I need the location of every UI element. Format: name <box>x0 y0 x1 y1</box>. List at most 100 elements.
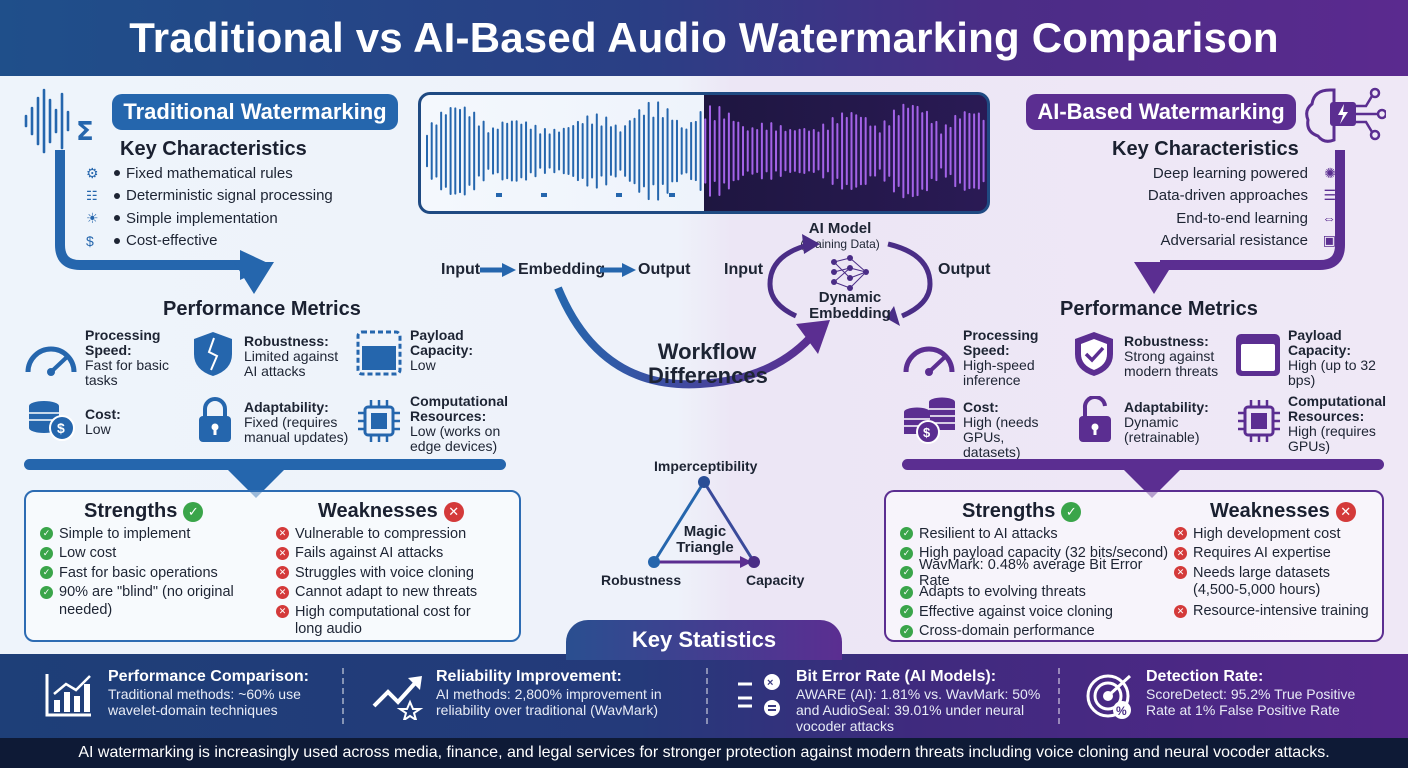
trad-metric-speed: Processing Speed:Fast for basic tasks <box>85 327 170 388</box>
cross-icon: ✕ <box>1335 501 1356 522</box>
ai-divider <box>902 459 1384 470</box>
svg-text:%: % <box>1116 704 1127 718</box>
cross-icon: ✕ <box>1174 527 1187 541</box>
list-item: ✕Struggles with voice cloning <box>276 563 516 583</box>
check-icon: ✓ <box>40 527 53 541</box>
cross-icon: ✕ <box>1174 604 1187 618</box>
trad-metric-payload: Payload Capacity:Low <box>410 327 474 373</box>
trad-metric-robustness: Robustness:Limited against AI attacks <box>244 333 339 379</box>
trad-metric-resources: Computational Resources:Low (works on ed… <box>410 393 508 454</box>
cross-icon: ✕ <box>276 527 289 541</box>
down-arrow-icon <box>228 466 284 498</box>
triangle-left-label: Robustness <box>601 572 682 588</box>
ai-metric-payload: Payload Capacity:High (up to 32 bps) <box>1288 327 1376 388</box>
trad-strengths-weaknesses-box <box>24 490 521 642</box>
trad-strengths-list: ✓Simple to implement ✓Low cost ✓Fast for… <box>40 524 270 618</box>
trad-strengths-header: Strengths✓ <box>84 500 204 523</box>
cross-icon: ✕ <box>443 501 464 522</box>
svg-text:$: $ <box>923 425 931 440</box>
watermark-marker <box>541 193 547 197</box>
waveform-sigma-icon: Σ <box>24 88 94 154</box>
neural-gear-icon: ✺ <box>1324 164 1336 181</box>
waveform-graphic <box>426 101 985 201</box>
chip-icon <box>358 400 400 442</box>
ai-metric-resources: Computational Resources:High (requires G… <box>1288 393 1386 454</box>
ai-heading: AI-Based Watermarking <box>1026 94 1296 130</box>
cross-icon: ✕ <box>276 585 289 599</box>
ai-weaknesses-list: ✕High development cost ✕Requires AI expe… <box>1174 524 1380 621</box>
list-item: ✓Fast for basic operations <box>40 563 270 583</box>
ai-flow-arrow <box>1160 150 1345 270</box>
list-item: ✓Resilient to AI attacks <box>900 524 1170 544</box>
unlock-icon <box>1079 396 1111 442</box>
workflow-curve-arrow <box>554 286 830 389</box>
list-item-continued: needed) <box>59 601 113 618</box>
down-arrow-icon <box>1134 262 1174 294</box>
cross-icon: ✕ <box>276 566 289 580</box>
stat-detection-rate: Detection Rate:ScoreDetect: 95.2% True P… <box>1146 668 1356 718</box>
waveform-panel <box>418 92 990 214</box>
brain-circuit-icon <box>1305 87 1386 143</box>
list-item: Deep learning powered✺ <box>1152 164 1336 182</box>
watermark-marker <box>669 193 675 197</box>
list-item: $Cost-effective <box>86 232 218 250</box>
stat-separator <box>342 668 344 724</box>
list-item: ✓90% are "blind" (no original <box>40 583 270 603</box>
list-item: ✓Effective against voice cloning <box>900 602 1170 622</box>
stat-performance: Performance Comparison:Traditional metho… <box>108 668 309 718</box>
list-item: ✓Adapts to evolving threats <box>900 583 1170 603</box>
arrow-right-icon <box>600 263 636 277</box>
footer-text: AI watermarking is increasingly used acr… <box>78 744 1330 761</box>
cross-icon: ✕ <box>1174 566 1187 580</box>
lightbulb-icon: ☀ <box>86 209 99 226</box>
footer-bar: AI watermarking is increasingly used acr… <box>0 738 1408 768</box>
triangle-top-label: Imperceptibility <box>654 458 758 474</box>
stats-band <box>0 654 1408 738</box>
trad-weaknesses-header: Weaknesses✕ <box>318 500 464 523</box>
list-item: ✕Cannot adapt to new threats <box>276 583 516 603</box>
list-item: ✕High computational cost for <box>276 602 516 622</box>
gears-icon: ⚙ <box>86 164 99 181</box>
check-icon: ✓ <box>40 585 53 599</box>
svg-text:$: $ <box>57 420 65 436</box>
list-item: End-to-end learning⇔ <box>1176 209 1336 227</box>
ai-strengths-list: ✓Resilient to AI attacks ✓High payload c… <box>900 524 1170 641</box>
svg-text:Σ: Σ <box>76 117 94 147</box>
svg-text:×: × <box>767 677 773 689</box>
calculator-icon: × <box>738 674 780 716</box>
check-icon: ✓ <box>40 566 53 580</box>
down-arrow-icon <box>1124 466 1180 498</box>
target-icon: % <box>1086 674 1132 719</box>
list-item: ✕Vulnerable to compression <box>276 524 516 544</box>
stat-separator <box>706 668 708 724</box>
magic-triangle-diagram <box>648 476 760 568</box>
check-icon: ✓ <box>1061 501 1082 522</box>
ai-weaknesses-header: Weaknesses✕ <box>1210 500 1356 523</box>
ai-metric-cost: Cost:High (needs GPUs, datasets) <box>963 399 1039 460</box>
speedometer-icon <box>25 346 77 376</box>
trad-metric-adaptability: Adaptability:Fixed (requires manual upda… <box>244 399 349 445</box>
ai-flow-output: Output <box>938 261 991 278</box>
arrow-right-icon <box>480 263 516 277</box>
title-banner: Traditional vs AI-Based Audio Watermarki… <box>0 0 1408 76</box>
list-item: ✓High payload capacity (32 bits/second) <box>900 544 1170 564</box>
capacity-bar-icon <box>356 330 402 376</box>
coins-icon: $ <box>86 232 94 249</box>
bidirectional-arrow-icon: ⇔ <box>1322 210 1336 227</box>
list-item-continued: (4,500-5,000 hours) <box>1193 582 1321 598</box>
check-icon: ✓ <box>900 585 913 599</box>
page-title: Traditional vs AI-Based Audio Watermarki… <box>129 14 1279 61</box>
ai-strengths-weaknesses-box <box>884 490 1384 642</box>
list-item: Adversarial resistance▣ <box>1160 232 1336 250</box>
cross-icon: ✕ <box>276 546 289 560</box>
capacity-bar-icon <box>1236 334 1280 376</box>
trad-metric-cost: Cost:Low <box>85 406 121 437</box>
list-item: ☀Simple implementation <box>86 209 278 227</box>
list-item: ✕Requires AI expertise <box>1174 544 1380 564</box>
trad-divider <box>24 459 506 470</box>
list-item: Data-driven approaches☰ <box>1147 187 1336 205</box>
check-icon: ✓ <box>900 566 913 580</box>
